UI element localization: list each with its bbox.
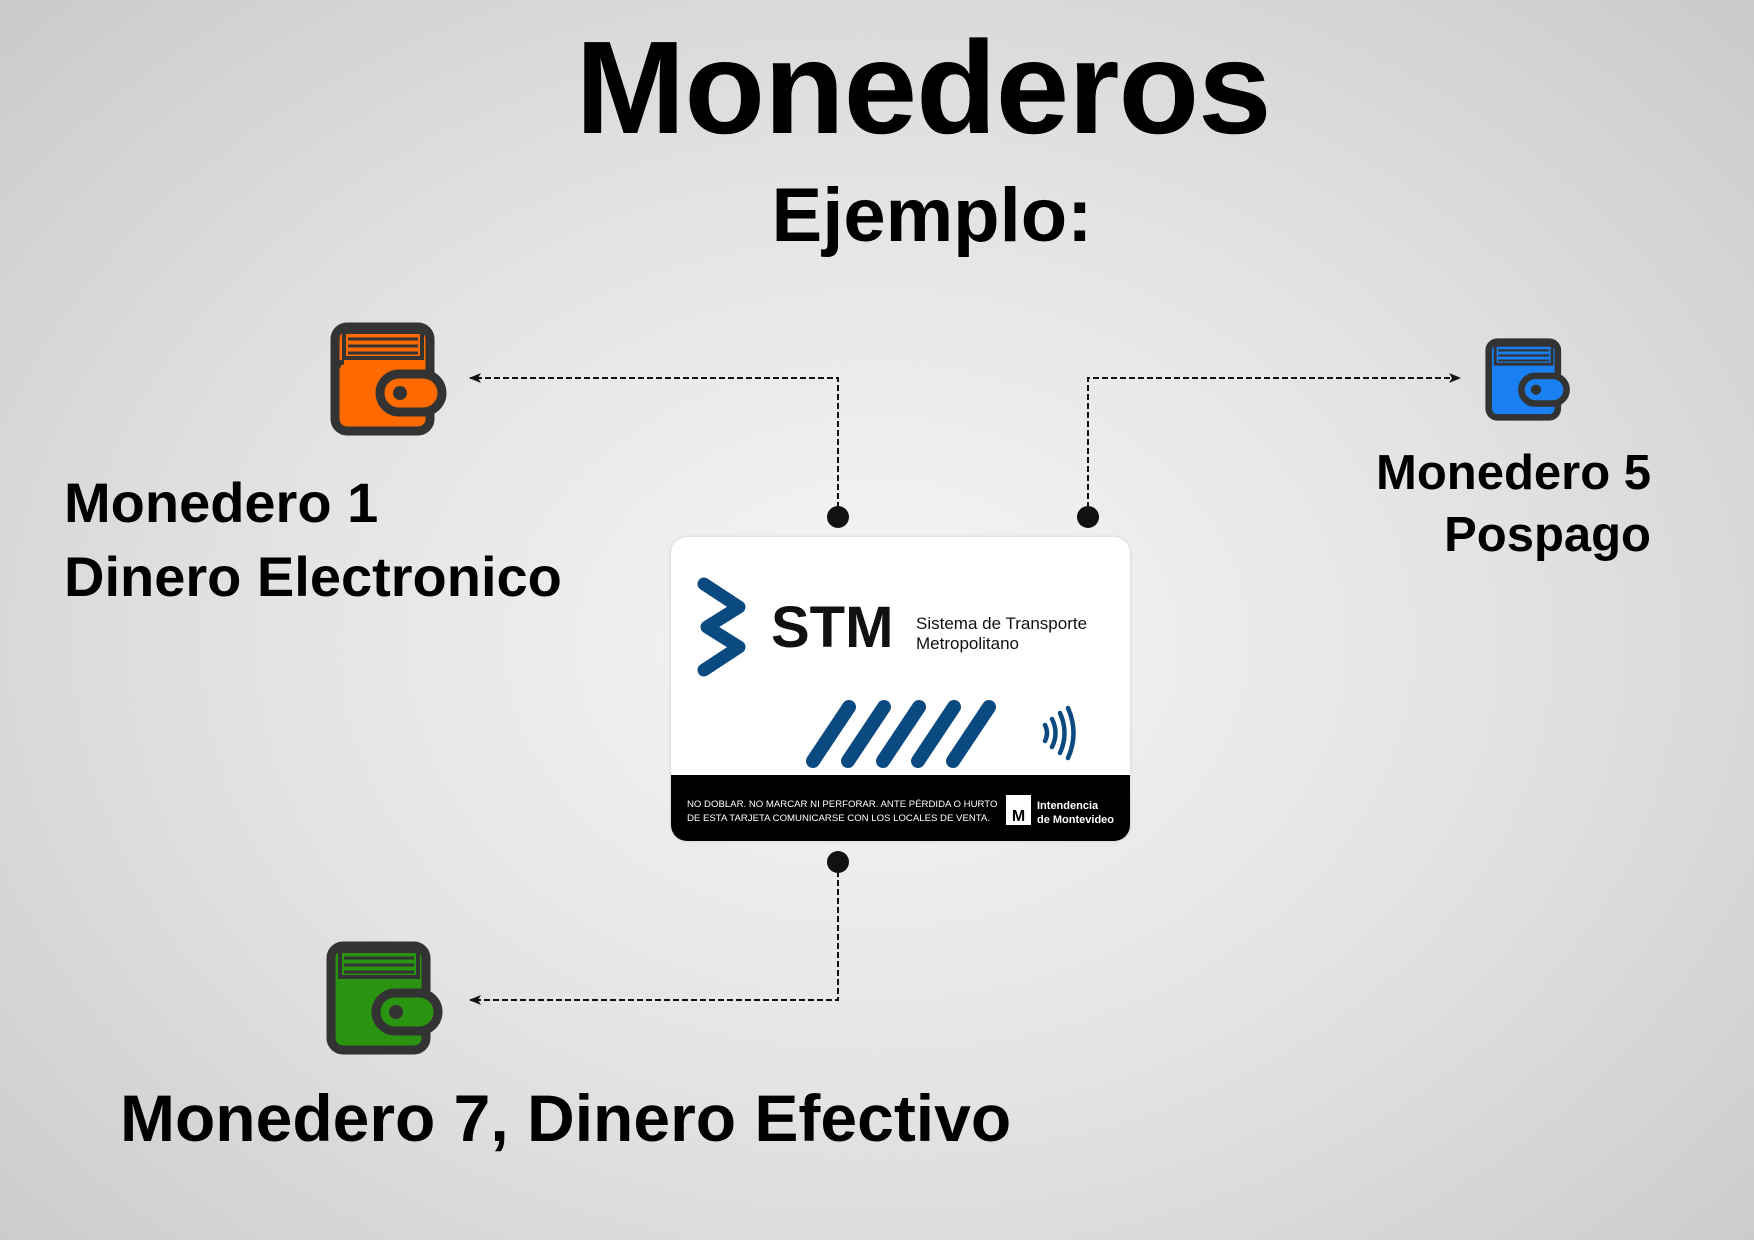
monedero-7-label: Monedero 7, Dinero Efectivo [120, 1081, 1012, 1155]
stm-brand-sub2: Metropolitano [916, 634, 1019, 653]
connector-dot [827, 506, 849, 528]
monedero-5-label: Monedero 5 Pospago [1376, 442, 1651, 566]
stm-card: STM Sistema de Transporte Metropolitano … [671, 537, 1130, 841]
connector-dot [827, 851, 849, 873]
card-warning-line1: NO DOBLAR. NO MARCAR NI PERFORAR. ANTE P… [687, 799, 997, 810]
stm-logo-icon [697, 577, 746, 677]
monedero-1-type: Dinero Electronico [64, 545, 562, 608]
connector-monedero-1 [469, 373, 839, 517]
intendencia-logo-icon [1006, 795, 1031, 825]
card-stripes [806, 700, 996, 768]
monedero-5-type: Pospago [1444, 508, 1651, 562]
stm-brand-sub1: Sistema de Transporte [916, 614, 1087, 633]
connector-monedero-5 [1087, 373, 1461, 517]
page-title: Monederos [575, 14, 1271, 161]
wallet-icon-blue [1485, 338, 1570, 421]
connector-monedero-7 [469, 862, 839, 1005]
card-warning-line2: DE ESTA TARJETA COMUNICARSE CON LOS LOCA… [687, 813, 990, 824]
subtitle: Ejemplo: [771, 173, 1093, 258]
monedero-1-label: Monedero 1 Dinero Electronico [64, 466, 562, 614]
stm-brand: STM [771, 595, 893, 660]
monedero-5-name: Monedero 5 [1376, 446, 1651, 500]
connector-dot [1077, 506, 1099, 528]
contactless-icon [1042, 705, 1076, 761]
card-issuer-line2: de Montevideo [1037, 814, 1114, 826]
intendencia-logo-letter: M [1012, 808, 1025, 825]
wallet-icon-green [326, 941, 443, 1055]
monedero-1-name: Monedero 1 [64, 471, 379, 534]
card-issuer-line1: Intendencia [1037, 800, 1099, 812]
wallet-icon-orange [330, 322, 447, 436]
